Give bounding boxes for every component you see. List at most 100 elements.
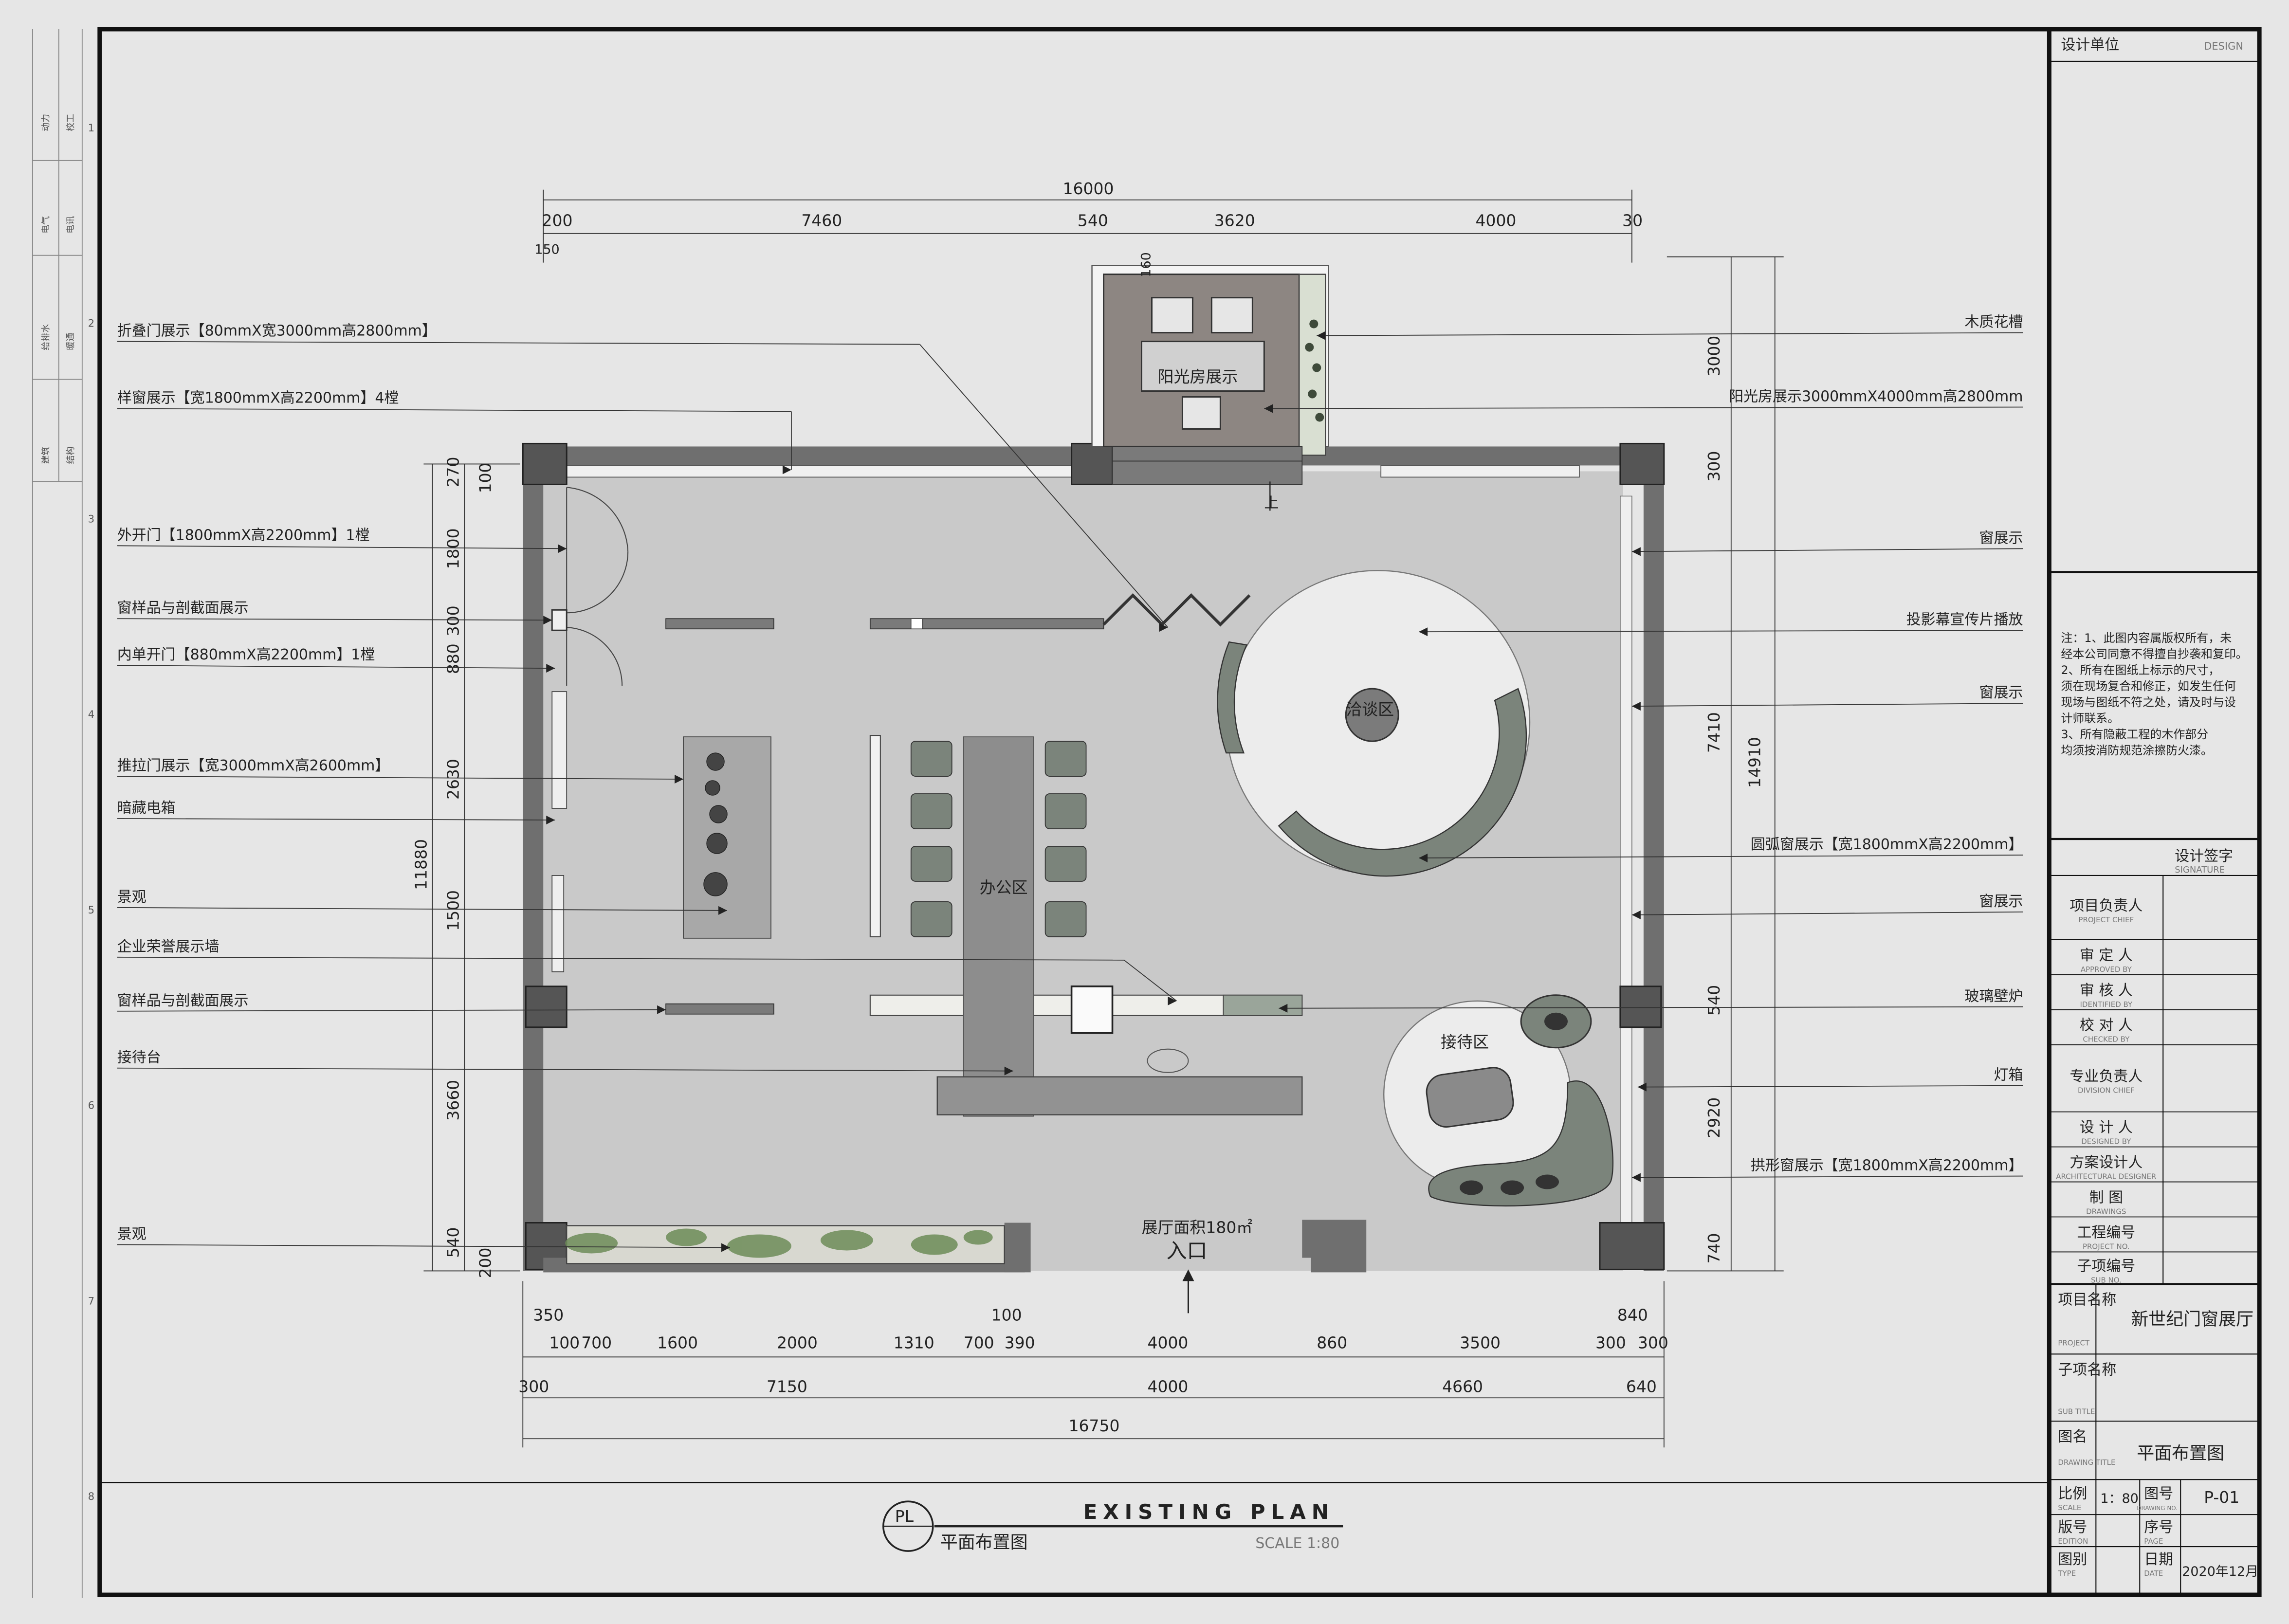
note-line: 2、所有在图纸上标示的尺寸， — [2061, 663, 2220, 677]
office-chair — [1044, 901, 1087, 937]
left-annotation-label: 接待台 — [117, 1049, 161, 1066]
plan-area — [522, 265, 1665, 1314]
role-label: 项目负责人 — [2069, 897, 2143, 914]
sunroom-chair — [1151, 297, 1193, 334]
right-annotation-label: 投影幕宣传片播放 — [1906, 611, 2023, 628]
dim-overall-bottom: 16750 — [1069, 1416, 1120, 1435]
dim-right: 7410 — [1704, 712, 1723, 753]
type-en: TYPE — [2057, 1569, 2076, 1578]
right-annotation-label: 玻璃壁炉 — [1965, 988, 2023, 1005]
role-label: 校 对 人 — [2080, 1017, 2133, 1034]
signature-en: SIGNATURE — [2175, 865, 2225, 875]
left-annotation-label: 企业荣誉展示墙 — [117, 938, 220, 955]
dim-bottom-2: 640 — [1626, 1377, 1657, 1396]
column — [522, 442, 568, 485]
right-annotation-label: 拱形窗展示【宽1800mmX高2200mm】 — [1751, 1157, 2023, 1174]
scale-en: SCALE — [2058, 1503, 2081, 1512]
edition-en: EDITION — [2058, 1537, 2088, 1546]
left-annotations: 折叠门展示【80mmX宽3000mm高2800mm】样窗展示【宽1800mmX高… — [117, 323, 1177, 1252]
footer-title-en: EXISTING PLAN — [1083, 1500, 1335, 1524]
role-label-en: PROJECT CHIEF — [2078, 915, 2134, 924]
office-chair — [910, 741, 952, 777]
reception-desk — [936, 1076, 1303, 1115]
fireplace — [1070, 985, 1114, 1034]
role-label-en: DESIGNED BY — [2081, 1137, 2131, 1146]
date-label: 日期 — [2144, 1551, 2173, 1568]
role-label-en: SUB NO. — [2091, 1276, 2122, 1284]
dim-bottom-2: 4000 — [1147, 1377, 1188, 1396]
wall-east — [1643, 446, 1664, 1271]
row-number: 2 — [88, 318, 94, 329]
dim-sunroom: 160 — [1138, 252, 1154, 277]
reception-sofa — [1428, 1080, 1614, 1206]
date-en: DATE — [2144, 1569, 2163, 1578]
left-annotation-label: 外开门【1800mmX高2200mm】1樘 — [117, 527, 370, 544]
office-chairs — [910, 741, 1087, 937]
row-number: 7 — [88, 1295, 94, 1307]
dim-right-outer: 14910 — [1745, 737, 1764, 788]
display-partition — [665, 1003, 774, 1015]
date-value: 2020年12月 — [2182, 1564, 2258, 1579]
role-label-en: ARCHITECTURAL DESIGNER — [2056, 1172, 2156, 1181]
role-label-en: DRAWINGS — [2086, 1207, 2126, 1216]
dim-top: 200 — [542, 211, 573, 230]
office-chair — [910, 793, 952, 829]
office-chair — [910, 846, 952, 882]
dim-bottom: 350 — [533, 1305, 564, 1324]
negotiation-sofa-arm — [1217, 641, 1248, 754]
row-number: 4 — [88, 709, 94, 720]
dim-bottom: 390 — [1005, 1333, 1035, 1352]
dim-bottom: 2000 — [777, 1333, 818, 1352]
dimension-lines — [423, 189, 1784, 1448]
left-annotation-label: 折叠门展示【80mmX宽3000mm高2800mm】 — [117, 323, 437, 340]
dim-bottom-2: 300 — [518, 1377, 549, 1396]
column — [1619, 985, 1662, 1028]
negotiation-sofa — [1278, 688, 1527, 877]
entrance-jamb — [1302, 1220, 1367, 1273]
strip-label: 给排水 — [41, 324, 51, 350]
dim-left: 3660 — [443, 1080, 462, 1121]
office-chair — [1044, 846, 1087, 882]
dim-top: 3620 — [1214, 211, 1255, 230]
office-chair — [910, 901, 952, 937]
dim-bottom: 1600 — [657, 1333, 698, 1352]
office-chair — [1044, 793, 1087, 829]
zone-office: 办公区 — [980, 878, 1028, 897]
row-number: 1 — [88, 122, 94, 134]
footer-title-cn: 平面布置图 — [940, 1533, 1028, 1552]
display-partition — [665, 618, 774, 630]
left-annotation-label: 暗藏电箱 — [117, 800, 176, 817]
zone-sunroom: 阳光房展示 — [1157, 367, 1238, 386]
role-label-en: APPROVED BY — [2081, 965, 2132, 974]
dim-bottom: 1310 — [894, 1333, 934, 1352]
left-annotation-label: 景观 — [117, 1225, 146, 1242]
design-unit-en: DESIGN — [2204, 40, 2243, 52]
project-name: 新世纪门窗展厅 — [2131, 1309, 2253, 1329]
stair-up-label: 上 — [1264, 494, 1279, 511]
type-label: 图别 — [2058, 1551, 2087, 1568]
page-label: 序号 — [2144, 1519, 2173, 1536]
left-annotation-label: 景观 — [117, 889, 146, 906]
sunroom-steps — [1112, 446, 1303, 485]
role-label: 制 图 — [2089, 1189, 2123, 1206]
drawing-name: 平面布置图 — [2137, 1443, 2224, 1463]
strip-label: 动力 — [41, 114, 51, 131]
sunroom-chair — [1210, 297, 1253, 334]
dim-bottom: 3500 — [1460, 1333, 1501, 1352]
office-chair — [1044, 741, 1087, 777]
left-annotation-label: 样窗展示【宽1800mmX高2200mm】4樘 — [117, 390, 399, 407]
left-annotation-label: 窗样品与剖截面展示 — [117, 600, 249, 617]
drawing-en: DRAWING TITLE — [2058, 1458, 2115, 1467]
wall-west — [523, 446, 544, 1271]
right-annotation-label: 窗展示 — [1979, 893, 2023, 910]
strip-label: 电讯 — [66, 216, 76, 234]
right-annotation-label: 窗展示 — [1979, 529, 2023, 547]
footer-scale: SCALE 1:80 — [1255, 1535, 1339, 1552]
folding-door — [1102, 593, 1251, 627]
zone-labels: 阳光房展示 洽谈区 办公区 接待区 展厅面积180㎡ 入口 上 — [980, 367, 1489, 1263]
role-label-en: IDENTIFIED BY — [2080, 1000, 2132, 1009]
strip-label: 暖通 — [66, 333, 76, 350]
project-en: PROJECT — [2058, 1338, 2090, 1347]
dim-bottom: 300 — [1595, 1333, 1626, 1352]
left-annotation-label: 窗样品与剖截面展示 — [117, 992, 249, 1009]
